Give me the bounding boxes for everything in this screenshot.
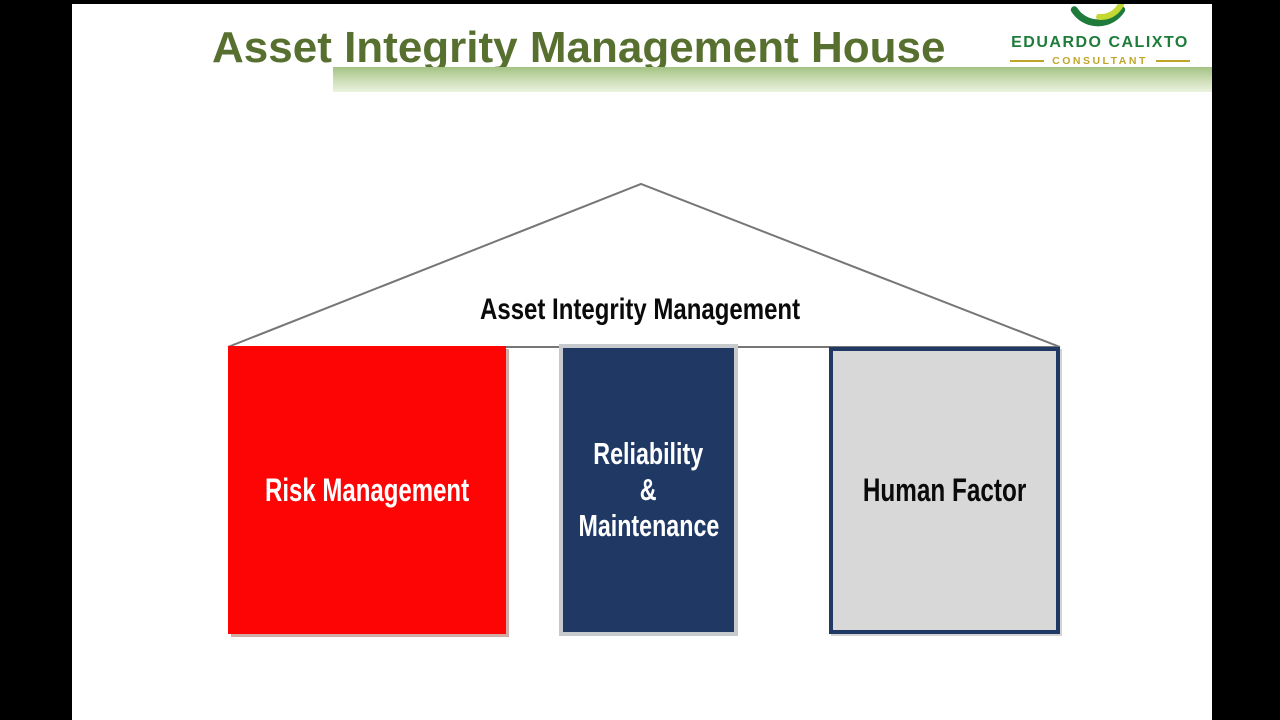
letterbox-right [1212, 0, 1280, 720]
page-title: Asset Integrity Management House [212, 23, 946, 73]
logo-subtitle-row: CONSULTANT [1000, 55, 1200, 67]
logo-subtitle-left-rule [1010, 60, 1045, 62]
title-accent-bar [333, 67, 1212, 92]
roof-label-text: Asset Integrity Management [479, 293, 801, 326]
pillar-risk-management-label: Risk Management [264, 471, 470, 508]
pillar-reliability-maintenance: Reliability & Maintenance [559, 344, 738, 636]
pillar-reliability-line-1: Reliability [593, 436, 704, 471]
letterbox-top [0, 0, 1280, 4]
logo-subtitle: CONSULTANT [1052, 55, 1148, 67]
pillar-human-factor-label: Human Factor [862, 472, 1027, 508]
pillar-reliability-line-2: & [640, 472, 657, 507]
roof-label: Asset Integrity Management [340, 293, 940, 327]
consultant-logo: EDUARDO CALIXTO CONSULTANT [1000, 0, 1200, 67]
pillar-human-factor: Human Factor [829, 347, 1060, 634]
pillar-risk-management: Risk Management [228, 346, 506, 634]
letterbox-left [0, 0, 72, 720]
logo-name: EDUARDO CALIXTO [1011, 34, 1189, 51]
pillar-reliability-line-3: Maintenance [578, 508, 719, 543]
circle-swoosh-icon [1070, 4, 1126, 27]
logo-subtitle-right-rule [1155, 60, 1190, 62]
